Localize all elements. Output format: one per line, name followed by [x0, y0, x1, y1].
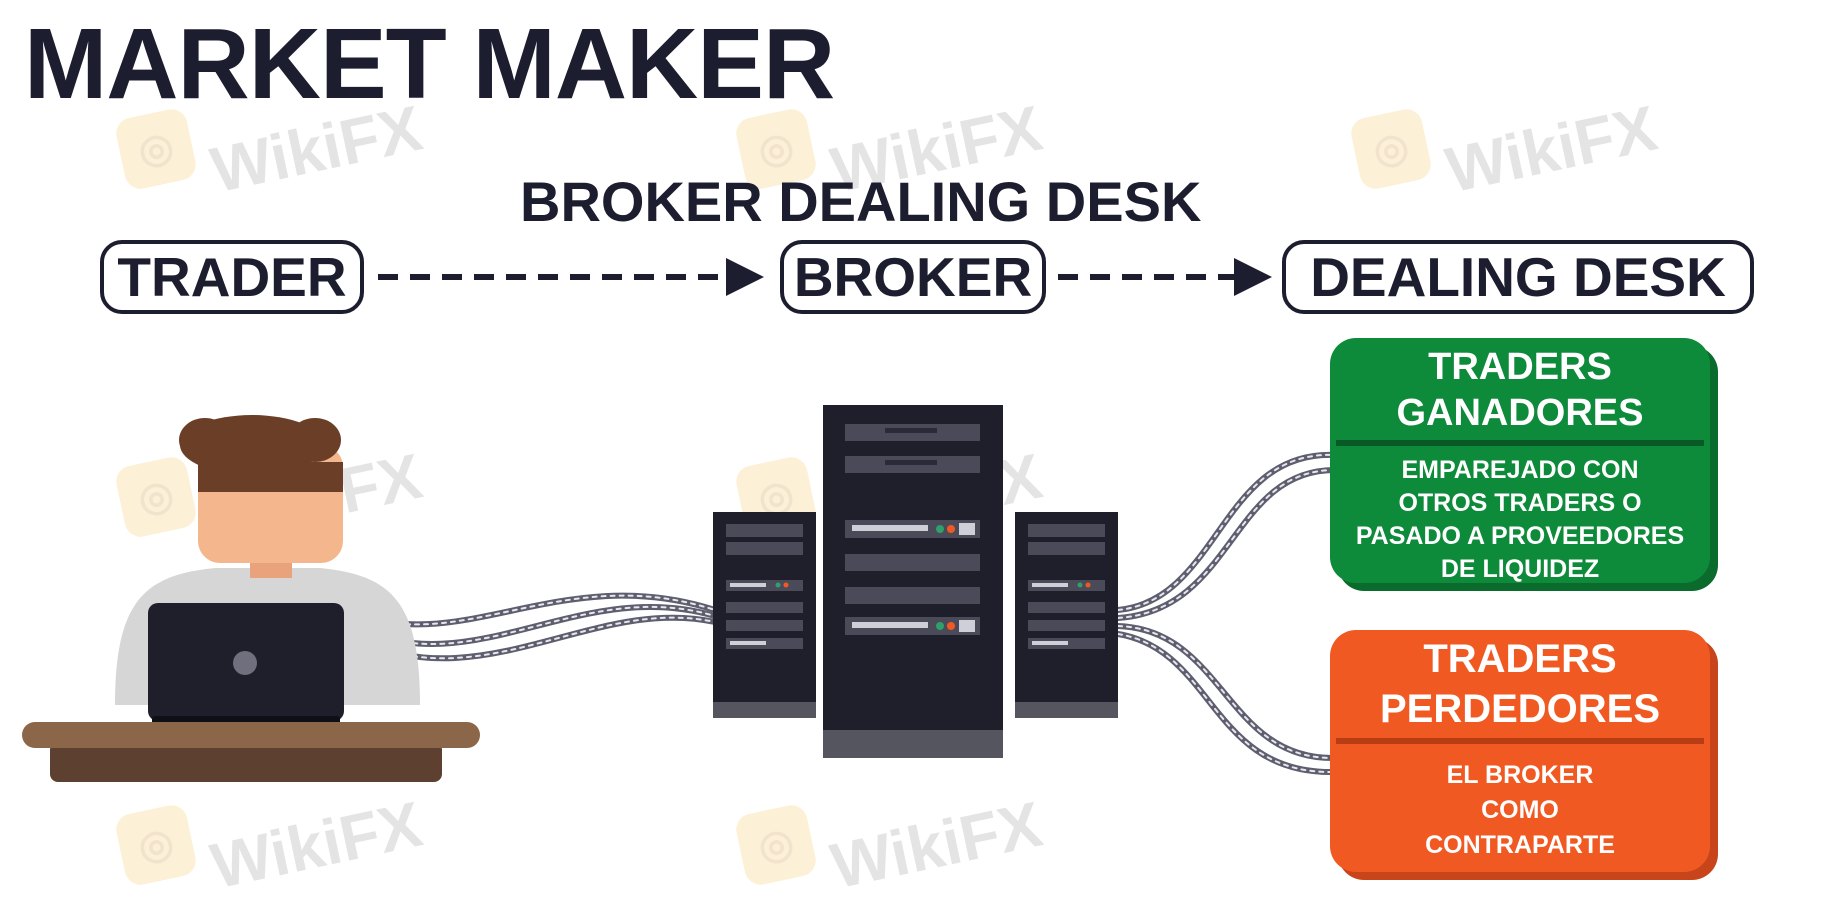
- broker-label-box: BROKER: [780, 240, 1046, 314]
- laptop-icon: [148, 603, 344, 725]
- server-left-icon: [713, 512, 816, 718]
- broker-label: BROKER: [793, 245, 1033, 308]
- cable-icon: [1115, 451, 1338, 776]
- trader-label: TRADER: [117, 245, 347, 308]
- desk-icon: [22, 722, 480, 782]
- server-right-icon: [1015, 512, 1118, 718]
- trader-label-box: TRADER: [100, 240, 364, 314]
- winners-body-line: PASADO A PROVEEDORES: [1355, 522, 1685, 550]
- server-center-icon: [823, 405, 1003, 758]
- diagram-subtitle: BROKER DEALING DESK: [520, 170, 1202, 233]
- winners-heading-line1: TRADERS: [1428, 346, 1612, 388]
- winners-heading-line2: GANADORES: [1396, 392, 1644, 434]
- winners-divider: [1336, 440, 1704, 446]
- losers-heading-line2: PERDEDORES: [1379, 687, 1661, 731]
- arrow-right-icon: [378, 258, 764, 296]
- losers-body-line: CONTRAPARTE: [1425, 831, 1615, 859]
- winners-card: TRADERS GANADORES EMPAREJADO CON OTROS T…: [1330, 338, 1710, 583]
- arrow-right-icon: [1058, 258, 1272, 296]
- losers-heading-line1: TRADERS: [1423, 637, 1617, 681]
- losers-body-line: EL BROKER: [1446, 761, 1594, 789]
- winners-body-line: DE LIQUIDEZ: [1440, 555, 1600, 583]
- winners-body-line: OTROS TRADERS O: [1398, 489, 1642, 517]
- dealing-desk-label: DEALING DESK: [1310, 245, 1726, 308]
- dealing-desk-label-box: DEALING DESK: [1282, 240, 1754, 314]
- winners-body-line: EMPAREJADO CON: [1401, 456, 1639, 484]
- losers-card: TRADERS PERDEDORES EL BROKER COMO CONTRA…: [1330, 630, 1710, 872]
- losers-body-line: COMO: [1481, 796, 1559, 824]
- page-title: MARKET MAKER: [24, 8, 835, 120]
- losers-divider: [1336, 738, 1704, 744]
